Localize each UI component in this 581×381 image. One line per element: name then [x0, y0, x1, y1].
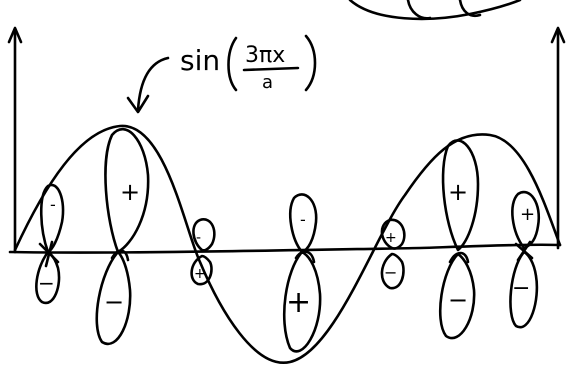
fraction-bar [242, 66, 300, 72]
orbital-1-lower-sign: − [38, 271, 55, 295]
small-orbital-2-upper-lobe [380, 218, 406, 250]
right-wall [550, 26, 566, 250]
small-orbital-1-upper-sign: - [196, 230, 201, 246]
orbital-4-lower-lobe [438, 252, 476, 340]
left-wall [7, 26, 23, 254]
orbital-4-node-mark [448, 251, 470, 264]
orbital-4-lower-sign: − [448, 286, 468, 314]
right-paren [304, 34, 317, 92]
small-orbital-1-upper-lobe [192, 218, 216, 252]
left-paren [227, 36, 238, 92]
small-orbital-1-lower-lobe [190, 254, 213, 286]
orbital-1-upper-sign: - [50, 195, 56, 214]
sin-text: sin [180, 44, 220, 77]
wavefunction-label: sin 3πx a [180, 34, 317, 93]
orbital-3-upper-lobe [289, 193, 318, 254]
small-orbital-1: - + [190, 218, 216, 286]
orbital-3-upper-sign: - [300, 210, 306, 229]
orbital-2-upper-lobe [104, 127, 150, 254]
x-axis [8, 243, 562, 254]
orbital-5-upper-sign: + [520, 204, 535, 225]
small-orbital-2-lower-lobe [380, 252, 405, 290]
orbital-3-node-mark [294, 250, 316, 264]
small-orbital-2-upper-sign: + [385, 230, 397, 246]
small-orbital-2-lower-sign: − [384, 263, 397, 282]
denominator-text: a [262, 72, 273, 93]
small-orbital-1-lower-sign: + [194, 266, 206, 282]
p-orbital-2: + − [95, 127, 150, 346]
orbital-4-upper-lobe [441, 139, 480, 252]
top-cutoff-curve [348, 0, 522, 21]
orbital-2-lower-lobe [95, 250, 132, 346]
orbital-3-lower-lobe [282, 250, 322, 353]
orbital-5-lower-sign: − [512, 276, 530, 301]
orbital-3-lower-sign: + [286, 285, 311, 320]
orbital-2-upper-sign: + [120, 178, 140, 206]
sine-wave-curve [13, 124, 562, 364]
orbital-5-node-mark [514, 240, 534, 262]
top-cutoff-lobe-right [458, 0, 482, 18]
annotation-arrow [126, 56, 170, 114]
p-orbital-1: - − [35, 183, 65, 305]
orbital-1-upper-lobe [39, 183, 65, 254]
top-cutoff-lobe-left [406, 0, 432, 20]
orbital-2-node-mark [110, 249, 130, 262]
p-orbital-4: + − [438, 139, 480, 340]
p-orbital-5: + − [509, 190, 541, 329]
numerator-text: 3πx [245, 43, 285, 68]
orbital-5-lower-lobe [509, 250, 539, 329]
orbital-1-node-mark [38, 240, 60, 268]
small-orbital-2: + − [380, 218, 406, 290]
p-orbital-3: - + [282, 193, 322, 353]
orbital-5-upper-lobe [511, 190, 541, 250]
orbital-4-upper-sign: + [448, 178, 468, 206]
orbital-2-lower-sign: − [104, 288, 124, 316]
